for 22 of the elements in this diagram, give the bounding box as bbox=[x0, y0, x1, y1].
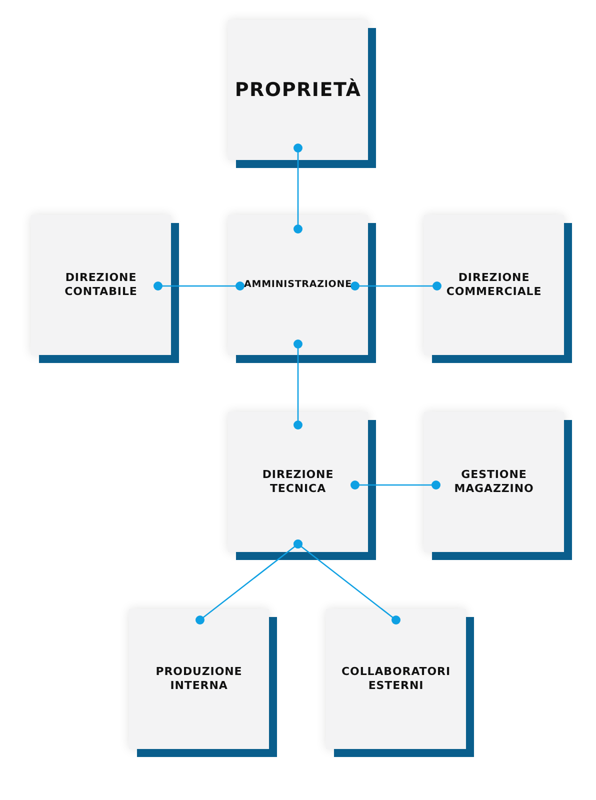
box-label: PRODUZIONE INTERNA bbox=[154, 664, 244, 694]
connector-line bbox=[294, 540, 400, 624]
box-label: DIREZIONE COMMERCIALE bbox=[445, 270, 543, 300]
connector-line bbox=[294, 144, 302, 234]
box-label: GESTIONE MAGAZZINO bbox=[453, 468, 535, 496]
connector-line bbox=[350, 282, 442, 290]
box-label: PROPRIETÀ bbox=[234, 78, 362, 102]
connector-line bbox=[294, 340, 302, 430]
box-label: DIREZIONE TECNICA bbox=[261, 468, 335, 496]
org-box bbox=[326, 609, 466, 749]
box-label: DIREZIONE CONTABILE bbox=[64, 270, 138, 300]
org-box bbox=[228, 20, 368, 160]
connector-line bbox=[350, 480, 440, 490]
org-box bbox=[129, 609, 269, 749]
org-box bbox=[424, 215, 564, 355]
org-box bbox=[228, 412, 368, 552]
box-label: AMMINISTRAZIONE bbox=[244, 278, 352, 292]
org-box bbox=[424, 412, 564, 552]
box-label: COLLABORATORI ESTERNI bbox=[340, 664, 452, 694]
org-box bbox=[31, 215, 171, 355]
org-box bbox=[228, 215, 368, 355]
connector-line bbox=[154, 282, 244, 290]
